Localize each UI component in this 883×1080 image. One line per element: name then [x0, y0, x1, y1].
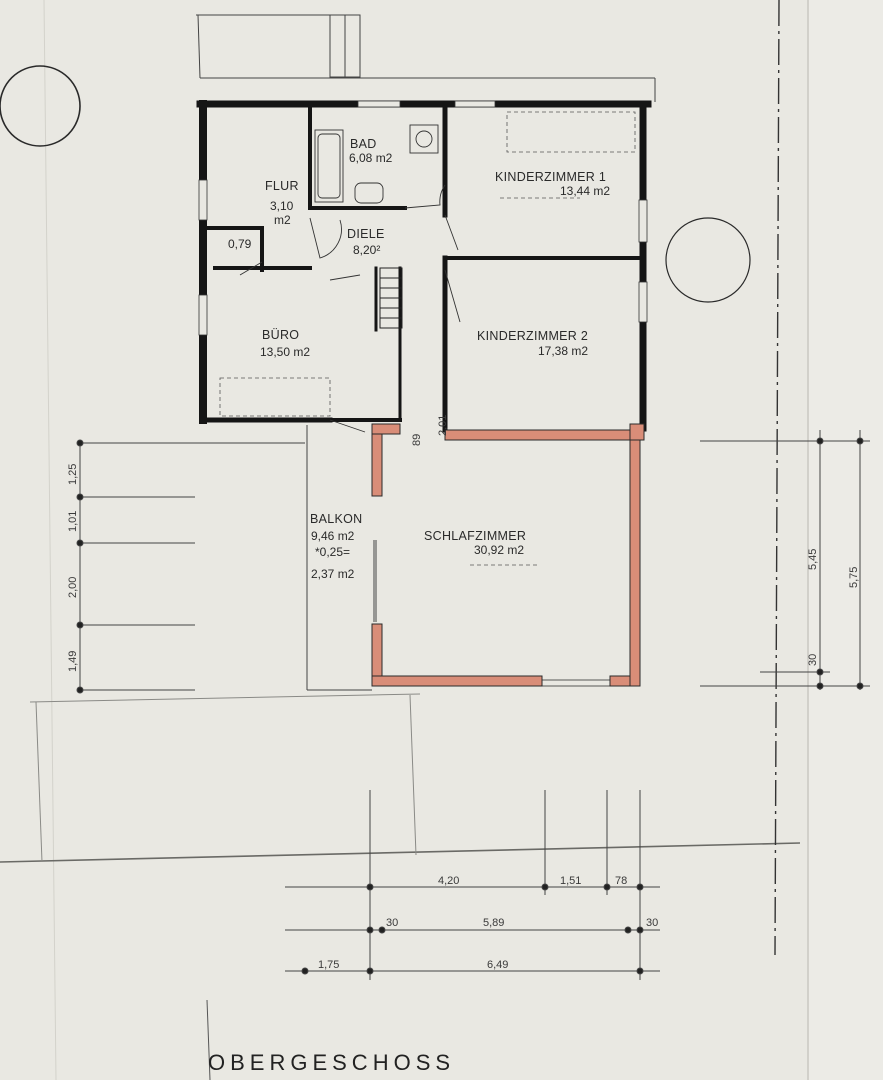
dim-right-small: 30: [807, 654, 819, 666]
right-dimension-chains: [700, 430, 870, 690]
dim-bottom-3b: 6,49: [487, 959, 508, 971]
dim-bottom-2b: 5,89: [483, 917, 504, 929]
floor-title: OBERGESCHOSS: [208, 1050, 455, 1075]
room-area-bad: 6,08 m2: [349, 151, 393, 165]
balcony-outline: [306, 425, 377, 691]
room-name-kinderzimmer2: KINDERZIMMER 2: [477, 329, 588, 343]
room-area-kinderzimmer2: 17,38 m2: [538, 344, 588, 358]
new-walls: [371, 423, 645, 687]
room-area-flur-2: m2: [274, 213, 291, 227]
room-name-schlafzimmer: SCHLAFZIMMER: [424, 529, 526, 543]
dim-bottom-3a: 1,75: [318, 959, 339, 971]
bathroom-fixtures: [314, 124, 439, 204]
room-factor-balkon: *0,25=: [315, 545, 350, 559]
roof-outline: [196, 14, 656, 102]
dim-bottom-2a: 30: [386, 917, 398, 929]
axis-line: [774, 0, 780, 956]
stair: [379, 267, 403, 329]
room-name-kinderzimmer1: KINDERZIMMER 1: [495, 170, 606, 184]
furniture-outlines: [219, 111, 636, 566]
dim-left-1: 1,25: [67, 464, 79, 485]
room-name-diele: DIELE: [347, 227, 385, 241]
room-area-flur-1: 3,10: [270, 199, 294, 213]
windows: [198, 100, 648, 687]
dim-bottom-1b: 1,51: [560, 875, 581, 887]
room-area-wc-a: 89: [411, 434, 423, 446]
room-area-kinderzimmer1: 13,44 m2: [560, 184, 610, 198]
room-name-balkon: BALKON: [310, 512, 363, 526]
dim-bottom-2c: 30: [646, 917, 658, 929]
dim-bottom-1a: 4,20: [438, 875, 459, 887]
room-name-bad: BAD: [350, 137, 377, 151]
tree-symbol-right: [665, 217, 751, 303]
room-area-diele: 8,20²: [353, 243, 380, 257]
dim-right-outer: 5,75: [848, 567, 860, 588]
dim-left-2: 1,01: [67, 511, 79, 532]
walls: [196, 100, 652, 433]
tree-symbol-left: [0, 65, 81, 147]
room-area-schlafzimmer: 30,92 m2: [474, 543, 524, 557]
dim-left-4: 1,49: [67, 651, 79, 672]
left-dimension-chain: [76, 439, 305, 694]
doors: [239, 184, 461, 433]
room-area-balkon: 9,46 m2: [311, 529, 355, 543]
bottom-dimension-chains: [285, 790, 660, 980]
dim-left-3: 2,00: [67, 577, 79, 598]
room-name-flur: FLUR: [265, 179, 299, 193]
dim-bottom-1c: 78: [615, 875, 627, 887]
title-rule: [206, 999, 211, 1080]
room-area-small: 0,79: [228, 237, 252, 251]
room-result-balkon: 2,37 m2: [311, 567, 355, 581]
room-name-buero: BÜRO: [262, 328, 299, 342]
room-area-buero: 13,50 m2: [260, 345, 310, 359]
room-area-wc-b: 2,01: [437, 415, 449, 436]
dim-right-inner: 5,45: [807, 549, 819, 570]
